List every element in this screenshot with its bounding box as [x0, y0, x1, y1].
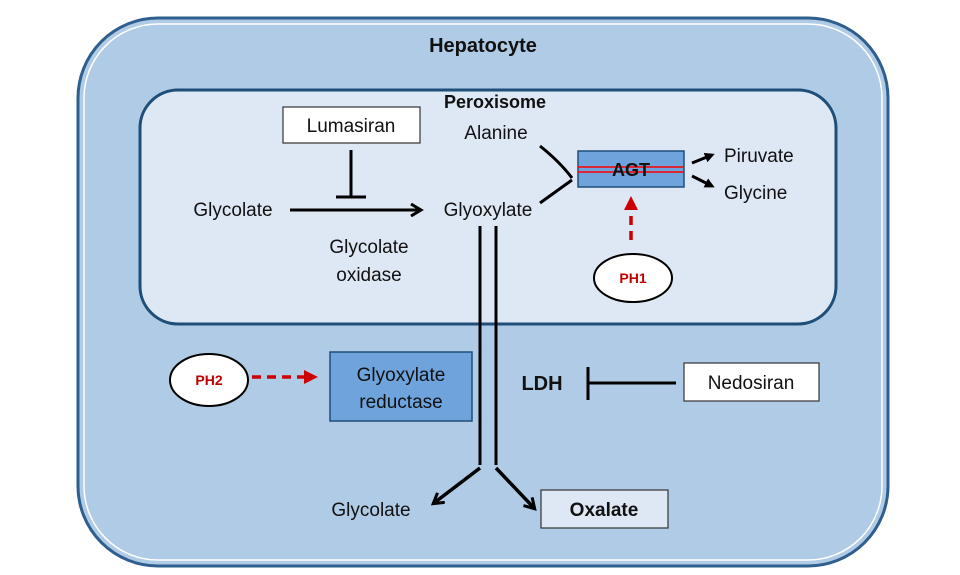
- glyoxylate-reductase-box: [329, 351, 473, 422]
- glycine-label: Glycine: [724, 183, 787, 204]
- to-glycolate-arrow: [434, 466, 482, 503]
- glycolate-label-bottom: Glycolate: [331, 500, 410, 521]
- lumasiran-label: Lumasiran: [307, 116, 396, 137]
- oxalate-label: Oxalate: [570, 500, 639, 521]
- glycolate-label-peroxisome: Glycolate: [193, 200, 272, 221]
- glycolate-oxidase-label-1: Glycolate: [329, 237, 408, 258]
- ldh-label: LDH: [521, 373, 562, 395]
- nedosiran-box: [683, 362, 820, 402]
- oxalate-box: [540, 489, 669, 529]
- peroxisome-title: Peroxisome: [444, 92, 546, 112]
- glyoxylate-reductase-label-1: Glyoxylate: [357, 365, 446, 386]
- alanine-label: Alanine: [464, 123, 527, 144]
- lumasiran-box: [282, 106, 421, 144]
- agt-to-piruvate-arrow: [691, 152, 715, 165]
- to-oxalate-arrow: [494, 466, 534, 508]
- nedosiran-label: Nedosiran: [708, 373, 795, 394]
- glyoxylate-to-agt-curve: [539, 178, 573, 205]
- ph1-label: PH1: [619, 270, 646, 286]
- ph2-ellipse: [169, 353, 249, 407]
- agt-label: AGT: [612, 160, 650, 180]
- alanine-to-agt-curve: [539, 144, 574, 179]
- ph2-label: PH2: [195, 372, 222, 388]
- agt-to-glycine-arrow: [691, 174, 715, 188]
- hepatocyte-title: Hepatocyte: [429, 35, 537, 57]
- agt-enzyme-box: [577, 150, 685, 188]
- glyoxylate-reductase-label-2: reductase: [359, 392, 442, 413]
- glyoxylate-label: Glyoxylate: [444, 200, 533, 221]
- glycolate-oxidase-label-2: oxidase: [336, 265, 402, 286]
- ph1-ellipse: [593, 253, 673, 303]
- piruvate-label: Piruvate: [724, 146, 794, 167]
